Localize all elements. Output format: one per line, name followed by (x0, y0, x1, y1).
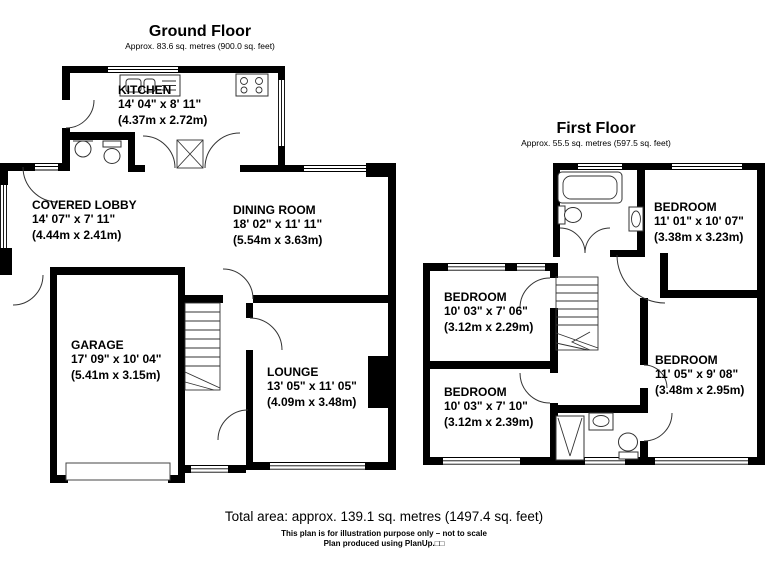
ground-floor-title: Ground Floor (148, 23, 252, 40)
first-floor-title: First Floor (556, 120, 636, 137)
credit-text: Plan produced using PlanUp.□□ (323, 539, 445, 548)
hob-icon (235, 73, 269, 97)
window (578, 163, 622, 170)
door-arc (12, 274, 44, 306)
window (585, 457, 625, 465)
first-floor-windows (443, 163, 748, 465)
cupboard-icon (176, 139, 204, 169)
window (672, 163, 742, 170)
toilet-icon (557, 205, 582, 225)
door-arc (217, 409, 249, 441)
door-arc (616, 254, 666, 304)
ground-floor-doors (12, 99, 283, 441)
door-arc (142, 135, 176, 169)
window (517, 263, 545, 271)
window (35, 163, 58, 171)
first-floor-subtitle: Approx. 55.5 sq. metres (597.5 sq. feet) (521, 138, 671, 148)
door-arc (22, 166, 59, 203)
first-floor-doors (519, 227, 673, 442)
total-area-text: Total area: approx. 139.1 sq. metres (14… (224, 509, 544, 524)
bath-icon (557, 171, 623, 204)
disclaimer-text: This plan is for illustration purpose on… (281, 529, 487, 538)
door-arc (204, 132, 241, 169)
window (0, 185, 7, 248)
window (191, 465, 228, 473)
toilet-icon (618, 432, 639, 460)
door-arc (519, 277, 551, 309)
ground-floor-walls (0, 66, 396, 483)
ground-floor-subtitle: Approx. 83.6 sq. metres (900.0 sq. feet) (125, 41, 275, 51)
window (304, 165, 366, 172)
window (448, 263, 505, 271)
kitchen-sink-icon (119, 74, 181, 97)
door-arc (643, 412, 673, 442)
basin-icon (588, 412, 614, 431)
door-arc (249, 317, 283, 351)
window (655, 457, 748, 465)
double-door-arc (559, 227, 611, 254)
door-arc (222, 268, 254, 300)
door-arc (519, 372, 551, 404)
door-arc (643, 364, 668, 389)
window (278, 80, 285, 146)
wc-basin-icon (73, 140, 93, 158)
first-floor-plan (423, 163, 765, 465)
window (108, 66, 178, 73)
shower-icon (555, 415, 585, 461)
stairs (555, 276, 599, 351)
ground-floor-plan (0, 66, 396, 483)
first-floor-walls (423, 163, 765, 465)
door-arc (65, 99, 95, 129)
stairs (184, 302, 221, 391)
wc-toilet-icon (102, 140, 122, 164)
window (270, 462, 365, 470)
basin-icon (628, 206, 644, 232)
garage-door (65, 462, 171, 481)
ground-floor-windows (0, 66, 366, 473)
fireplace (368, 356, 390, 408)
window (443, 457, 520, 465)
